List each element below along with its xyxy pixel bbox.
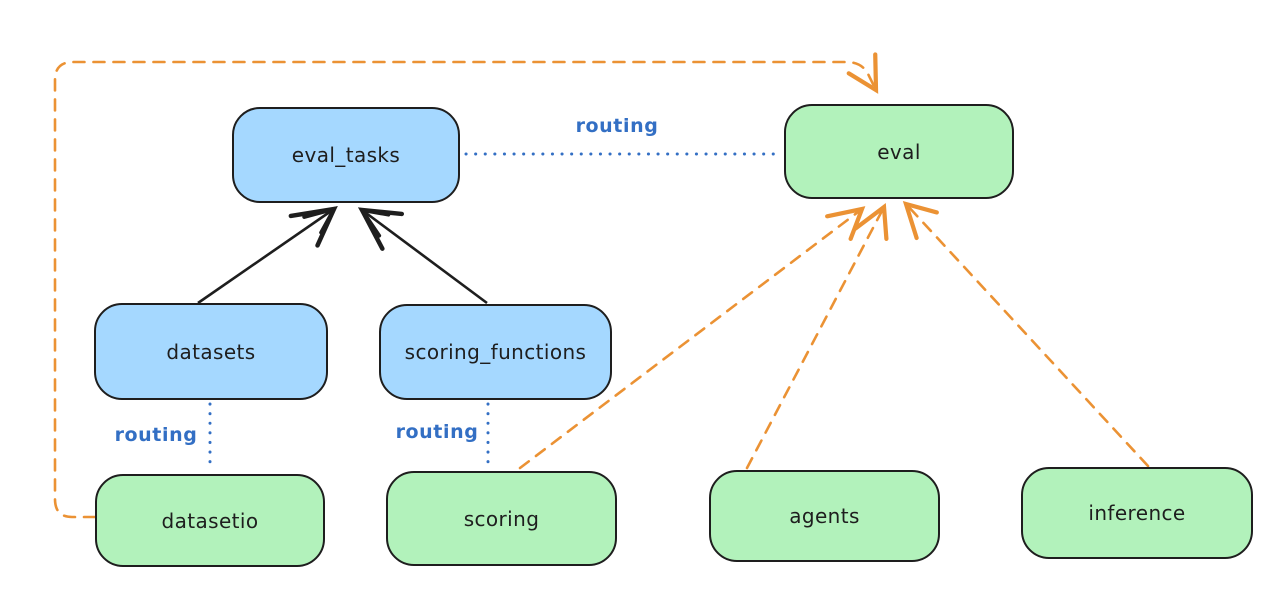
routing-label-datasets-datasetio: routing (114, 424, 198, 446)
node-inference: inference (1021, 467, 1253, 559)
node-scoring: scoring (386, 471, 617, 566)
node-eval-tasks: eval_tasks (232, 107, 460, 203)
routing-label-eval-tasks-eval: routing (575, 115, 659, 137)
node-agents: agents (709, 470, 940, 562)
node-scoring-label: scoring (463, 506, 540, 531)
edge-datasets-to-eval-tasks (197, 206, 338, 305)
node-eval-label: eval (877, 139, 921, 164)
node-datasetio: datasetio (95, 474, 325, 567)
edge-scoring-to-eval (518, 206, 866, 470)
node-datasetio-label: datasetio (161, 508, 259, 533)
node-inference-label: inference (1088, 501, 1186, 525)
node-agents-label: agents (789, 504, 860, 528)
edge-datasetio-to-eval (53, 52, 879, 519)
node-eval: eval (784, 104, 1014, 199)
node-scoring-functions: scoring_functions (379, 304, 612, 400)
edge-agents-to-eval (745, 202, 889, 470)
routing-label-scoring-functions-scoring: routing (395, 421, 479, 443)
node-eval-tasks-label: eval_tasks (291, 143, 401, 167)
node-datasets-label: datasets (166, 339, 256, 364)
edge-scoring-functions-to-eval-tasks (357, 207, 488, 305)
edge-inference-to-eval (902, 200, 1150, 468)
node-datasets: datasets (94, 303, 328, 400)
node-scoring-functions-label: scoring_functions (404, 340, 587, 364)
